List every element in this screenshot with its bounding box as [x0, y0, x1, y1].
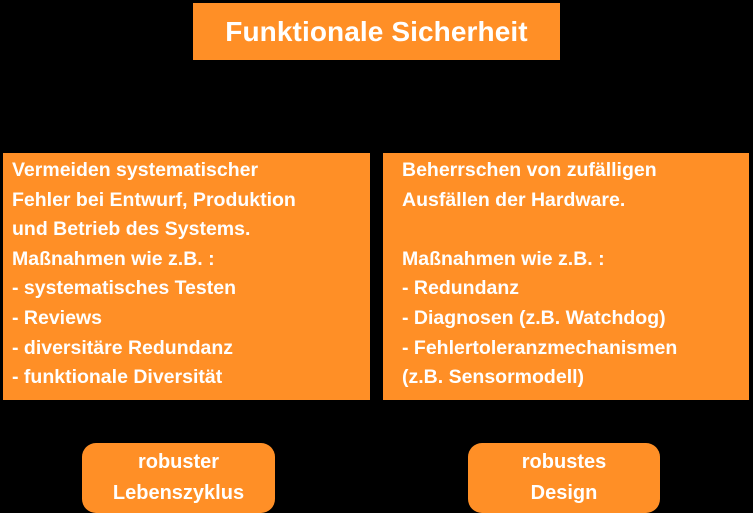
panel-list-item: - Fehlertoleranzmechanismen: [402, 336, 678, 359]
diagram-title: Funktionale Sicherheit: [225, 15, 528, 47]
panel-list-item: - diversitäre Redundanz: [12, 336, 234, 359]
panel-line: Fehler bei Entwurf, Produktion: [12, 188, 296, 211]
panel-line: Beherrschen von zufälligen: [402, 159, 657, 181]
random-hardware-failures-panel: Beherrschen von zufälligen Ausfällen der…: [383, 153, 749, 400]
outcome-label-line2: Design: [530, 482, 598, 504]
outcome-label-line1: robuster: [137, 451, 220, 473]
panel-line: Maßnahmen wie z.B. :: [12, 247, 215, 270]
panel-list-item: - Redundanz: [402, 277, 519, 300]
panel-list-item: - Diagnosen (z.B. Watchdog): [402, 306, 666, 329]
outcome-label-line2: Lebenszyklus: [112, 482, 245, 504]
outcome-robust-design: robustes Design: [468, 443, 660, 513]
panel-list-item: - funktionale Diversität: [12, 366, 223, 389]
panel-line: und Betrieb des Systems.: [12, 218, 251, 241]
outcome-robust-lifecycle: robuster Lebenszyklus: [82, 443, 275, 513]
diagram-title-box: Funktionale Sicherheit: [193, 3, 560, 60]
panel-line: Maßnahmen wie z.B. :: [402, 247, 605, 270]
systematic-failures-panel: Vermeiden systematischer Fehler bei Entw…: [3, 153, 370, 400]
panel-list-item: - systematisches Testen: [12, 277, 236, 300]
panel-line: Vermeiden systematischer: [12, 159, 259, 181]
panel-list-item: - Reviews: [12, 306, 102, 329]
panel-line: (z.B. Sensormodell): [402, 366, 585, 389]
panel-spacer: [402, 215, 749, 245]
outcome-label-line1: robustes: [521, 451, 607, 473]
panel-line: Ausfällen der Hardware.: [402, 188, 626, 211]
